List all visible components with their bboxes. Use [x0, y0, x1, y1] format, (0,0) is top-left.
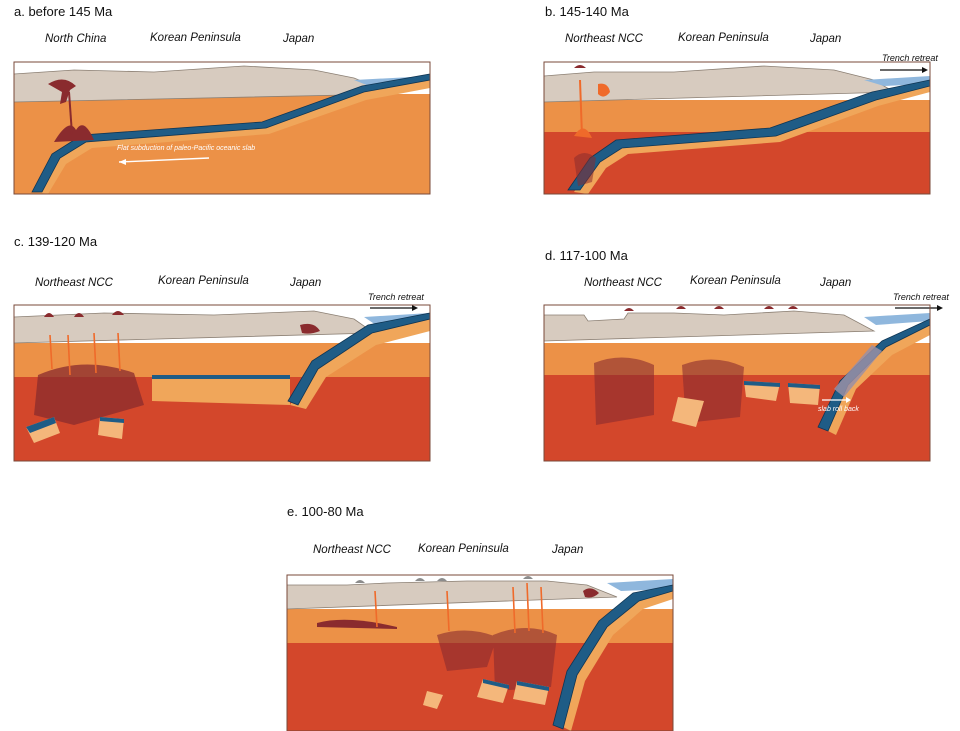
panel-e-title: e. 100-80 Ma: [287, 504, 364, 519]
magma-intrusion: [48, 79, 76, 104]
panel-e-cross-section: [286, 574, 674, 731]
magma-conduit: [579, 79, 583, 137]
magma-conduits: [49, 332, 121, 376]
detached-blocks: [423, 679, 549, 709]
slab-note: Flat subduction of paleo-Pacific oceanic…: [117, 145, 255, 152]
panel-c-label-northeast-ncc: Northeast NCC: [35, 277, 113, 289]
panel-b-title: b. 145-140 Ma: [545, 4, 629, 19]
panel-d-title: d. 117-100 Ma: [545, 248, 628, 263]
panel-e-label-korean-peninsula: Korean Peninsula: [418, 543, 509, 555]
panel-e-label-japan: Japan: [552, 544, 584, 556]
panel-e-label-northeast-ncc: Northeast NCC: [313, 544, 391, 556]
panel-c-label-korean-peninsula: Korean Peninsula: [158, 275, 249, 287]
panel-d-trench-retreat: Trench retreat: [893, 292, 949, 302]
subducting-slab-orange: [290, 317, 430, 409]
panel-b-label-korean-peninsula: Korean Peninsula: [678, 32, 769, 44]
panel-frame: [543, 304, 931, 462]
magma-body: [54, 125, 94, 142]
panel-c-cross-section: [13, 304, 431, 462]
continental-crust: [543, 310, 876, 342]
continental-crust: [543, 65, 896, 103]
panel-frame: [543, 61, 931, 195]
detached-block-tops: [744, 381, 820, 389]
continental-crust: [13, 65, 395, 103]
melt-zone-1: [594, 357, 654, 425]
panel-a-cross-section: Flat subduction of paleo-Pacific oceanic…: [13, 61, 431, 195]
melt-zone: [574, 153, 596, 186]
magma-conduit: [68, 91, 73, 135]
magma-intrusion: [300, 323, 320, 334]
panel-frame: [286, 574, 674, 731]
magma-body: [574, 128, 592, 138]
panel-c-trench-retreat: Trench retreat: [368, 292, 424, 302]
ocean: [864, 313, 930, 325]
subducting-slab-orange: [824, 323, 930, 435]
volcano-icon: [355, 576, 533, 583]
melt-zone: [34, 364, 144, 425]
panel-d-cross-section: slab roll back: [543, 304, 931, 462]
panel-c-trench-arrow: [370, 305, 418, 311]
panel-d-label-northeast-ncc: Northeast NCC: [584, 277, 662, 289]
panel-a-label-japan: Japan: [283, 33, 315, 45]
stagnant-slab: [152, 377, 290, 405]
panel-b-cross-section: [543, 61, 931, 195]
volcano-icon: [574, 65, 586, 68]
volcano-icon: [624, 306, 798, 311]
panel-a-label-north-china: North China: [45, 33, 107, 45]
magma-intrusion: [583, 588, 599, 598]
panel-a-title: a. before 145 Ma: [14, 4, 113, 19]
magma-intrusion: [598, 83, 610, 97]
detached-block-tops: [26, 417, 124, 433]
rollback-arrow-head-icon: [846, 397, 851, 403]
panel-frame: [13, 304, 431, 462]
panel-b-label-northeast-ncc: Northeast NCC: [565, 33, 643, 45]
stagnant-slab-top: [152, 375, 290, 379]
panel-d-label-japan: Japan: [820, 277, 852, 289]
rollback-label: slab roll back: [818, 406, 859, 413]
panel-frame: [13, 61, 431, 195]
melt-zone: [437, 628, 557, 691]
panel-c-label-japan: Japan: [290, 277, 322, 289]
panel-c-title: c. 139-120 Ma: [14, 234, 98, 249]
panel-a-label-korean-peninsula: Korean Peninsula: [150, 32, 241, 44]
slab-arrow-head-icon: [119, 159, 126, 165]
panel-b-trench-retreat: Trench retreat: [882, 53, 938, 63]
continental-crust: [286, 580, 618, 610]
slab-direction-arrow: [118, 157, 210, 163]
slab-rollback-zone: [834, 345, 882, 397]
detached-block-tops: [483, 679, 549, 691]
magma-conduits: [374, 582, 544, 634]
volcano-icon: [44, 311, 124, 317]
subducting-slab-orange: [36, 78, 430, 194]
panel-b-trench-arrow: [880, 67, 928, 73]
panel-d-label-korean-peninsula: Korean Peninsula: [690, 275, 781, 287]
panel-b-label-japan: Japan: [810, 33, 842, 45]
